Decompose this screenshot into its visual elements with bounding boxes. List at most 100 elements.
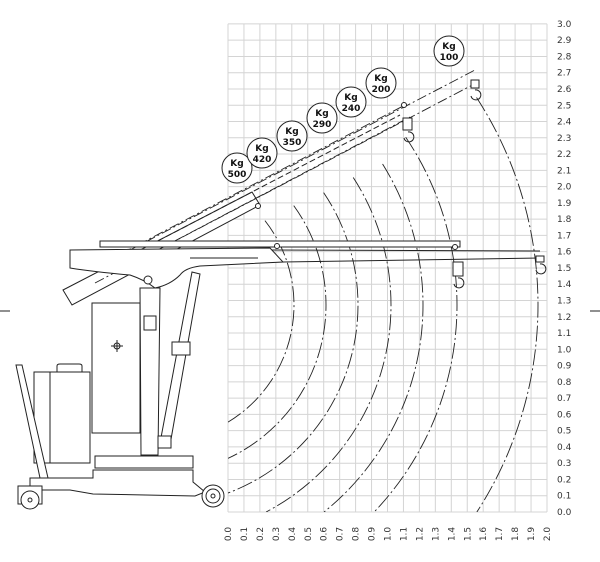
x-tick-label: 1.2 [415,527,425,541]
base-plate [94,455,194,469]
x-tick-label: 0.7 [336,527,346,541]
x-tick-label: 0.9 [368,527,378,542]
y-tick-label: 0.0 [557,508,572,518]
load-circle [276,120,308,152]
load-circle [335,86,367,118]
x-tick-label: 0.8 [352,527,362,542]
grid [227,23,548,513]
reach-arc [228,220,295,423]
x-tick-label: 0.1 [240,527,250,541]
chassis [29,469,206,497]
x-tick-label: 1.9 [527,527,537,542]
battery-box [33,371,91,464]
horizontal-boom [69,240,541,289]
load-value: 240 [342,104,361,114]
load-unit: Kg [255,144,268,154]
load-circle [306,102,338,134]
x-axis-ticks: 0.0 0.1 0.2 0.3 0.4 0.5 0.6 0.7 0.8 0.9 1.0 1.1 1.2 1… [224,527,553,542]
x-tick-label: 1.6 [479,527,489,542]
x-tick-label: 1.8 [511,527,521,542]
hook-icon [452,261,465,289]
load-value: 200 [372,85,391,95]
y-tick-label: 3.0 [557,20,572,30]
load-unit: Kg [442,42,455,52]
reach-arc [476,97,539,512]
y-tick-label: 1.7 [557,231,571,241]
y-tick-label: 0.4 [557,443,572,453]
reach-arc [373,136,458,512]
front-wheel [201,484,225,508]
x-tick-label: 1.5 [463,527,473,541]
x-tick-label: 0.6 [320,527,330,542]
y-tick-label: 2.3 [557,134,571,144]
load-circle [365,67,397,99]
x-tick-label: 0.2 [256,527,266,541]
load-circle [221,152,253,184]
y-tick-label: 2.6 [557,85,572,95]
y-tick-label: 2.4 [557,118,572,128]
x-tick-label: 1.0 [384,527,394,542]
y-tick-label: 1.4 [557,280,572,290]
y-tick-label: 1.0 [557,345,572,355]
hook-icon [402,117,415,143]
hydraulic-cylinder [159,271,201,446]
y-axis-ticks: 0.00.10.20.30.40.50.60.70.80.91.01.11.21… [557,20,572,518]
y-tick-label: 0.5 [557,427,571,437]
control-cabinet [91,302,141,434]
load-value: 100 [440,53,459,63]
y-tick-label: 2.9 [557,36,572,46]
y-tick-label: 2.0 [557,183,572,193]
load-unit: Kg [374,74,387,84]
inclined-boom [62,69,479,306]
load-unit: Kg [344,93,357,103]
x-tick-label: 0.5 [304,527,314,541]
x-tick-label: 0.3 [272,527,282,541]
load-value: 290 [313,120,332,130]
x-tick-label: 0.4 [288,527,298,542]
y-tick-label: 2.7 [557,69,571,79]
y-tick-label: 0.6 [557,410,572,420]
y-tick-label: 2.8 [557,52,572,62]
x-tick-label: 2.0 [543,527,553,542]
y-tick-label: 2.2 [557,150,571,160]
y-tick-label: 0.3 [557,459,571,469]
load-unit: Kg [230,159,243,169]
y-tick-label: 1.8 [557,215,572,225]
x-tick-label: 1.1 [399,527,409,541]
load-unit: Kg [285,127,298,137]
hook-icon [470,79,482,101]
y-tick-label: 1.2 [557,313,571,323]
mast [139,287,161,456]
reach-arcs [228,97,539,512]
load-value: 420 [253,155,272,165]
load-circle [246,137,278,169]
crane-drawing [15,69,547,510]
reach-arc [228,192,359,494]
x-tick-label: 0.0 [224,527,234,542]
x-tick-label: 1.7 [495,527,505,541]
y-tick-label: 0.2 [557,475,571,485]
load-value: 350 [283,138,302,148]
x-tick-label: 1.4 [447,527,457,542]
reach-arc [265,177,392,512]
y-tick-label: 0.9 [557,362,572,372]
reach-arc [323,163,424,512]
load-circle [433,35,465,67]
y-tick-label: 1.3 [557,296,571,306]
cabinet-lock-icon [111,340,123,352]
rear-wheel [17,485,43,510]
y-tick-label: 2.1 [557,166,571,176]
y-tick-label: 0.1 [557,492,571,502]
hook-icon [535,255,547,275]
y-tick-label: 1.9 [557,199,572,209]
y-tick-label: 1.6 [557,248,572,258]
load-value: 500 [228,170,247,180]
